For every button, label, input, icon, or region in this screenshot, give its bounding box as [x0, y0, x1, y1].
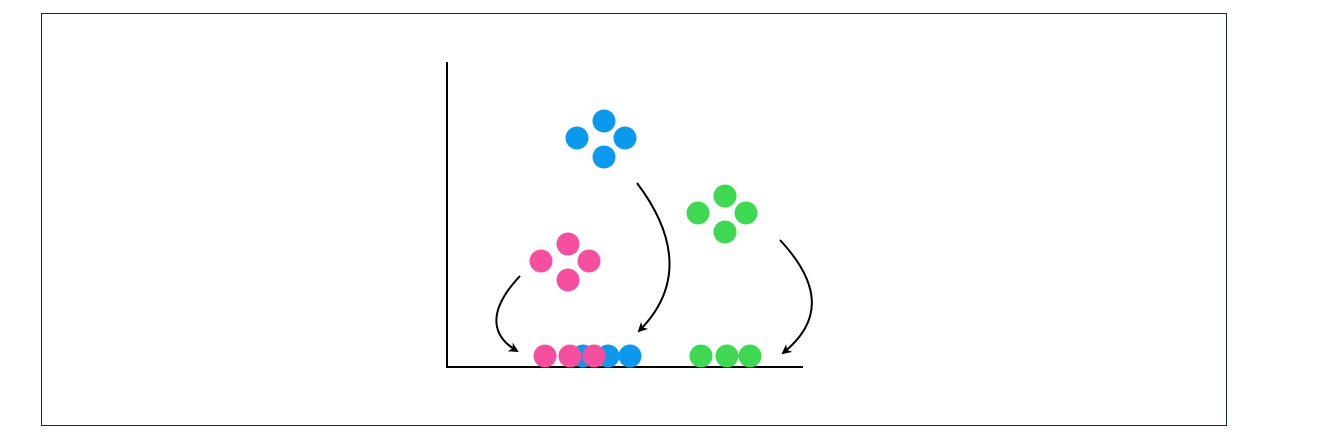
- pink-baseline-dot: [582, 344, 606, 368]
- baseline-blue-dots: [571, 344, 642, 368]
- green-baseline-dot: [689, 344, 713, 368]
- baseline-green-dots: [689, 344, 762, 368]
- pink-baseline-dot: [558, 344, 582, 368]
- blue-dot: [565, 126, 589, 150]
- green-dot: [686, 201, 710, 225]
- blue-cluster: [565, 109, 637, 169]
- blue-dot: [613, 126, 637, 150]
- pink-cluster: [529, 232, 601, 292]
- pink-dot: [529, 249, 553, 273]
- green-cluster: [686, 184, 758, 244]
- pink-dot: [577, 249, 601, 273]
- green-dot: [713, 220, 737, 244]
- blue-dot: [592, 109, 616, 133]
- green-baseline-dot: [738, 344, 762, 368]
- arrow-green-to-baseline: [779, 239, 813, 355]
- green-baseline-dot: [715, 344, 739, 368]
- baseline-pink-dots: [533, 344, 606, 368]
- pink-dot: [556, 232, 580, 256]
- arrow-blue-to-baseline: [636, 182, 671, 333]
- arrow-pink-to-baseline: [495, 275, 521, 353]
- green-dot: [734, 201, 758, 225]
- green-dot: [713, 184, 737, 208]
- blue-dot: [592, 145, 616, 169]
- blue-baseline-dot: [618, 344, 642, 368]
- pink-dot: [556, 268, 580, 292]
- pink-baseline-dot: [533, 344, 557, 368]
